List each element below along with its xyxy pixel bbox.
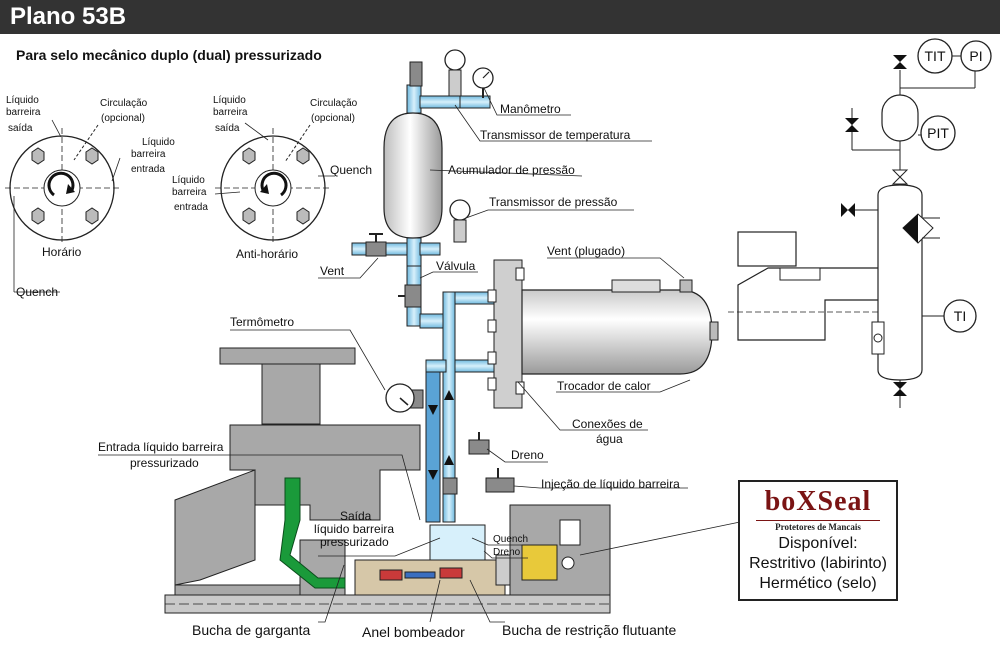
tit-tag: TIT bbox=[925, 48, 946, 64]
green-casing-passage bbox=[279, 477, 346, 589]
throat-bushing-label: Bucha de garganta bbox=[192, 622, 311, 638]
barrier-inlet-label-1: Entrada líquido barreira bbox=[98, 440, 224, 454]
hermetic-option: Hermético (selo) bbox=[759, 575, 877, 592]
view1-quench-label: Quench bbox=[16, 285, 58, 299]
boxseal-tagline: Protetores de Mancais bbox=[775, 522, 861, 532]
view2-inlet-line1: Líquido bbox=[172, 175, 205, 186]
ti-tag: TI bbox=[954, 308, 966, 324]
barrier-outlet-label-3: pressurizado bbox=[320, 535, 389, 549]
view2-circulation-line2: (opcional) bbox=[311, 113, 355, 124]
view2-quench-label: Quench bbox=[330, 163, 372, 177]
manometer-label: Manômetro bbox=[500, 102, 561, 116]
pump-casing bbox=[164, 347, 611, 614]
pumping-ring-label: Anel bombeador bbox=[362, 624, 465, 640]
temperature-transmitter bbox=[444, 49, 466, 97]
page-subtitle: Para selo mecânico duplo (dual) pressuri… bbox=[16, 47, 322, 63]
seal-gland-view-counterclockwise bbox=[214, 122, 335, 245]
heat-exchanger-label: Trocador de calor bbox=[557, 379, 651, 393]
view2-caption: Anti-horário bbox=[236, 247, 298, 261]
view1-caption: Horário bbox=[42, 245, 82, 259]
boxseal-logo: boXSeal bbox=[764, 486, 872, 517]
view1-labels: Líquido barreira saída Circulação (opcio… bbox=[6, 95, 175, 299]
water-connections-label-2: água bbox=[596, 432, 623, 446]
pi-tag: PI bbox=[969, 48, 982, 64]
manometer-gauge bbox=[472, 67, 494, 98]
thermometer-gauge bbox=[385, 383, 415, 413]
barrier-injection-label: Injeção de líquido barreira bbox=[541, 477, 680, 491]
accumulator-label: Acumulador de pressão bbox=[448, 163, 575, 177]
pit-tag: PIT bbox=[927, 125, 949, 141]
water-connections-label-1: Conexões de bbox=[572, 417, 643, 431]
drain-label: Dreno bbox=[511, 448, 544, 462]
view1-outlet-line1: Líquido bbox=[6, 95, 39, 106]
view2-inlet-line2: barreira bbox=[172, 187, 207, 198]
seal-gland-view-clockwise bbox=[5, 119, 121, 293]
vent-plugged-label: Vent (plugado) bbox=[547, 244, 625, 258]
vent-label: Vent bbox=[320, 264, 345, 278]
barrier-outlet-label-2: líquido barreira bbox=[314, 522, 394, 536]
title-bar: Plano 53B bbox=[0, 0, 1000, 34]
heat-exchanger bbox=[487, 259, 719, 409]
available-label: Disponível: bbox=[778, 535, 858, 552]
barrier-outlet-label-1: Saída bbox=[340, 509, 372, 523]
view2-outlet-line1: Líquido bbox=[213, 95, 246, 106]
view2-outlet-line3: saída bbox=[215, 123, 240, 134]
view2-inlet-line3: entrada bbox=[174, 202, 208, 213]
instrument-tags: TIT PI PIT TI bbox=[925, 48, 983, 324]
barrier-inlet-label-2: pressurizado bbox=[130, 456, 199, 470]
view2-labels: Líquido barreira saída Circulação (opcio… bbox=[172, 95, 372, 261]
view2-outlet-line2: barreira bbox=[213, 107, 248, 118]
restrictive-option: Restritivo (labirinto) bbox=[749, 555, 887, 572]
pressure-accumulator bbox=[383, 112, 443, 239]
floating-bushing-label: Bucha de restrição flutuante bbox=[502, 622, 677, 638]
view1-inlet-line3: entrada bbox=[131, 164, 165, 175]
logo-divider bbox=[756, 520, 880, 521]
leader-lines bbox=[98, 87, 741, 623]
view1-outlet-line3: saída bbox=[8, 123, 33, 134]
pressure-transmitter-label: Transmissor de pressão bbox=[489, 195, 618, 209]
temperature-transmitter-label: Transmissor de temperatura bbox=[480, 128, 631, 142]
flow-arrows bbox=[428, 390, 454, 480]
seal-cartridge bbox=[354, 524, 575, 596]
quench-port-label: Quench bbox=[493, 534, 528, 545]
drain-port-label: Dreno bbox=[493, 547, 521, 558]
view1-inlet-line1: Líquido bbox=[142, 137, 175, 148]
page-title: Plano 53B bbox=[10, 3, 127, 30]
view1-circulation-line1: Circulação bbox=[100, 98, 148, 109]
thermometer-label: Termômetro bbox=[230, 315, 294, 329]
pressure-transmitter bbox=[449, 199, 471, 243]
pid-schematic bbox=[728, 38, 992, 408]
component-labels: Manômetro Transmissor de temperatura Acu… bbox=[98, 102, 680, 640]
valves bbox=[365, 61, 515, 495]
valve-label: Válvula bbox=[436, 259, 476, 273]
boxseal-info-box: boXSeal Protetores de Mancais Disponível… bbox=[738, 480, 898, 601]
view1-inlet-line2: barreira bbox=[131, 149, 166, 160]
view2-circulation-line1: Circulação bbox=[310, 98, 358, 109]
view1-outlet-line2: barreira bbox=[6, 107, 41, 118]
view1-circulation-line2: (opcional) bbox=[101, 113, 145, 124]
